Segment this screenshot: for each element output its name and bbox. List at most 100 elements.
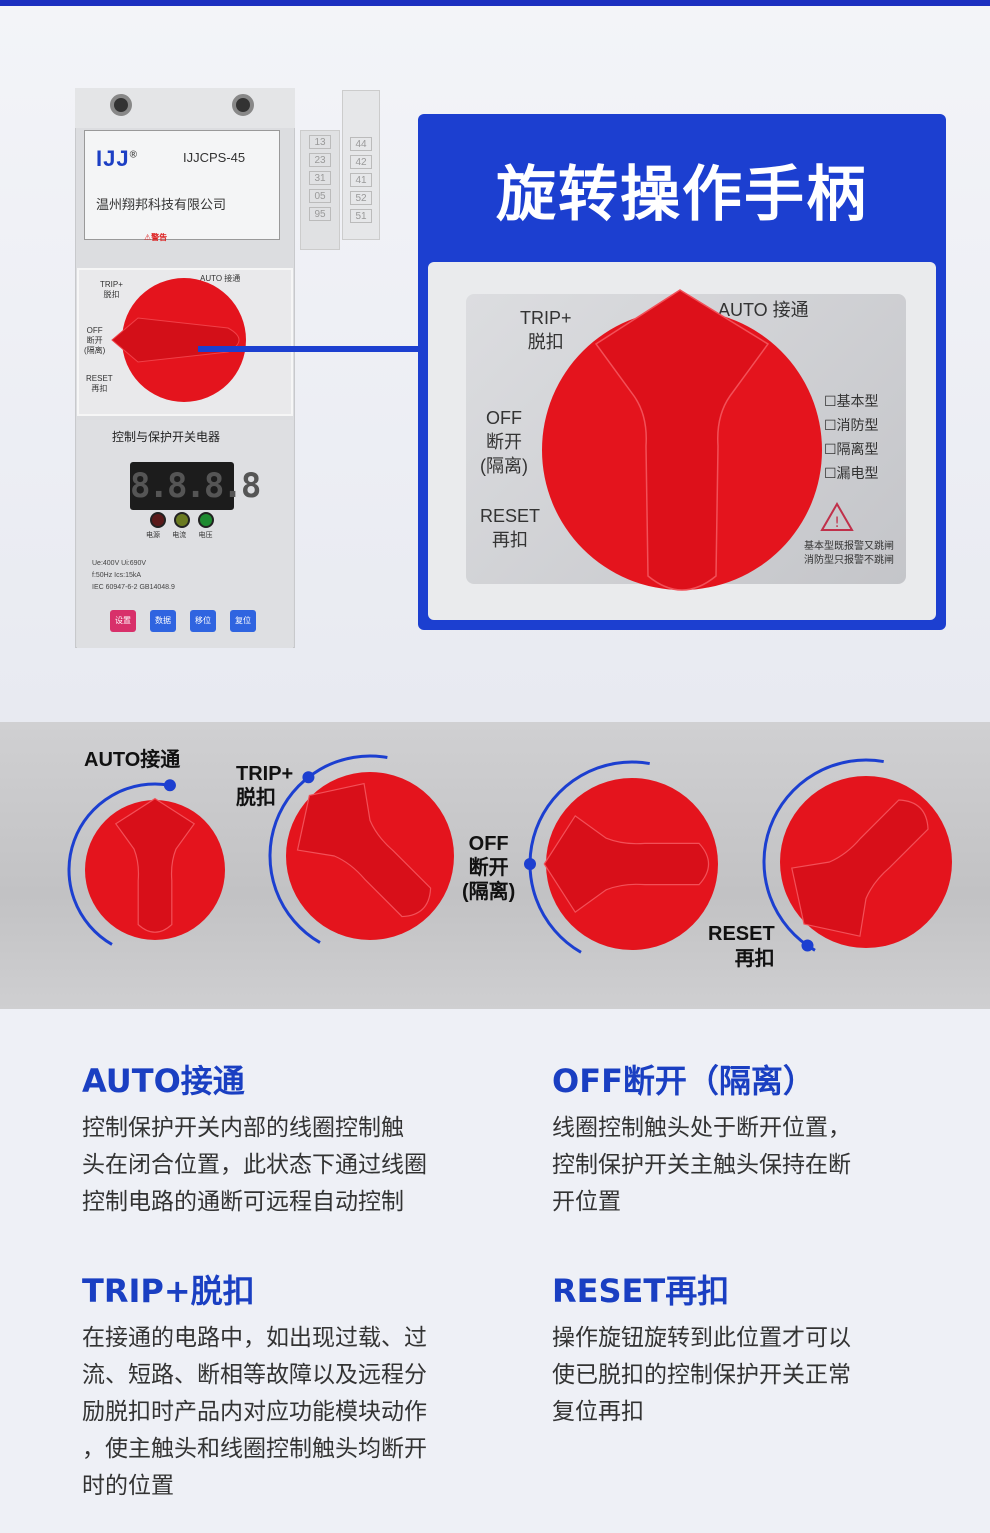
knob-label-auto: AUTO 接通: [200, 274, 241, 283]
position-dot-icon: [801, 939, 814, 952]
type-isolation: ☐隔离型: [824, 442, 879, 458]
position-label-trip: TRIP+ 脱扣: [236, 763, 294, 809]
label-auto: AUTO 接通: [718, 300, 809, 320]
current-led-icon: [174, 512, 190, 528]
section-off: OFF断开（隔离） 线圈控制触头处于断开位置， 控制保护开关主触头保持在断 开位…: [552, 1056, 851, 1221]
position-label-auto: AUTO接通: [84, 749, 181, 771]
terminal-number: 42: [350, 155, 372, 169]
section-text: 头在闭合位置，此状态下通过线圈: [82, 1152, 427, 1178]
brand-logo: IJJ®: [96, 146, 138, 172]
knob-positions: [67, 754, 952, 954]
led-label: 电压: [198, 531, 213, 539]
knob-handle: [791, 799, 929, 937]
terminal-number: 05: [309, 189, 331, 203]
rotation-arc: [268, 754, 388, 944]
warning-label: ⚠警告: [144, 233, 168, 242]
position-dot-icon: [163, 779, 176, 792]
terminal-number: 13: [309, 135, 331, 149]
warning-triangle-icon: !: [820, 502, 854, 531]
device-top: [75, 88, 295, 128]
knob-label-trip: TRIP+ 脱扣: [100, 280, 123, 299]
section-text: 励脱扣时产品内对应功能模块动作: [82, 1399, 427, 1425]
knob-handle: [543, 814, 710, 914]
rotation-arc: [762, 758, 884, 952]
section-text: 使已脱扣的控制保护开关正常: [552, 1362, 851, 1388]
top-accent-bar: [0, 0, 990, 6]
knob-handle: [114, 797, 196, 933]
led-label: 电源: [146, 531, 160, 539]
position-dot-icon: [524, 858, 536, 870]
screw-icon: [110, 94, 132, 116]
knob-label-off: OFF 断开 (隔离): [84, 326, 106, 355]
description-section: [0, 1009, 990, 1533]
terminal-block-a: 13 23 31 05 95: [300, 130, 340, 250]
knob-label-reset: RESET 再扣: [86, 374, 113, 393]
section-text: ，使主触头和线圈控制触头均断开: [82, 1436, 427, 1462]
brand-text: IJJ: [96, 146, 130, 171]
section-trip: TRIP+脱扣 在接通的电路中，如出现过载、过 流、短路、断相等故障以及远程分 …: [82, 1266, 427, 1505]
section-text: 时的位置: [82, 1473, 174, 1499]
section-auto: AUTO接通 控制保护开关内部的线圈控制触 头在闭合位置，此状态下通过线圈 控制…: [82, 1056, 427, 1221]
rotary-knob-small[interactable]: [108, 276, 260, 404]
terminal-number: 52: [350, 191, 372, 205]
section-text: 线圈控制触头处于断开位置，: [552, 1115, 851, 1141]
type-checklist: ☐基本型 ☐消防型 ☐隔离型 ☐漏电型: [824, 390, 879, 486]
section-title: AUTO接通: [82, 1062, 245, 1100]
rotation-arc: [528, 760, 650, 954]
section-text: 控制电路的通断可远程自动控制: [82, 1189, 404, 1215]
note-line: 消防型只报警不跳闸: [804, 555, 894, 566]
terminal-block-b: 44 42 41 52 51: [342, 90, 380, 240]
power-led-icon: [150, 512, 166, 528]
voltage-led-icon: [198, 512, 214, 528]
knob-reset: [762, 758, 952, 952]
rotation-arc: [67, 782, 171, 946]
type-basic: ☐基本型: [824, 394, 879, 410]
section-title: RESET再扣: [552, 1272, 730, 1310]
data-button[interactable]: 数据: [150, 610, 176, 632]
knob-off: [524, 760, 718, 954]
company-name: 温州翔邦科技有限公司: [96, 198, 227, 213]
registered-mark: ®: [129, 149, 138, 161]
led-labels: 电源 电流 电压: [146, 530, 212, 540]
position-label-reset: RESET 再扣: [708, 923, 775, 970]
label-reset: RESET 再扣: [480, 506, 541, 550]
label-off: OFF 断开 (隔离): [480, 408, 528, 476]
spec-line: Ue:400V Ui:690V: [92, 560, 147, 567]
led-display: 8.8.8.8: [130, 462, 261, 510]
spec-line: f:50Hz Ics:15kA: [92, 572, 142, 579]
terminal-number: 31: [309, 171, 331, 185]
section-text: 在接通的电路中，如出现过载、过: [82, 1325, 427, 1351]
set-button[interactable]: 设置: [110, 610, 136, 632]
section-reset: RESET再扣 操作旋钮旋转到此位置才可以 使已脱扣的控制保护开关正常 复位再扣: [552, 1266, 851, 1431]
section-text: 控制保护开关内部的线圈控制触: [82, 1115, 404, 1141]
shift-button[interactable]: 移位: [190, 610, 216, 632]
terminal-number: 41: [350, 173, 372, 187]
callout-title: 旋转操作手柄: [496, 160, 868, 230]
section-text: 开位置: [552, 1189, 621, 1215]
type-note: 基本型既报警又跳闸 消防型只报警不跳闸: [782, 540, 894, 568]
callout-connector-line: [198, 346, 420, 352]
rotary-knob-large[interactable]: [530, 286, 830, 606]
led-label: 电流: [172, 531, 187, 539]
terminal-number: 44: [350, 137, 372, 151]
section-text: 操作旋钮旋转到此位置才可以: [552, 1325, 851, 1351]
knob-auto: [67, 779, 225, 946]
section-text: 复位再扣: [552, 1399, 644, 1425]
section-title: TRIP+脱扣: [82, 1272, 255, 1310]
device-label: [84, 130, 280, 240]
knob-handle: [296, 782, 432, 918]
section-text: 控制保护开关主触头保持在断: [552, 1152, 851, 1178]
spec-line: IEC 60947-6-2 GB14048.9: [92, 584, 175, 591]
section-text: 流、短路、断相等故障以及远程分: [82, 1362, 427, 1388]
terminal-number: 51: [350, 209, 372, 223]
terminal-number: 95: [309, 207, 331, 221]
note-line: 基本型既报警又跳闸: [804, 541, 894, 552]
type-leakage: ☐漏电型: [824, 466, 879, 482]
spec-block: Ue:400V Ui:690V f:50Hz Ics:15kA IEC 6094…: [92, 558, 175, 594]
reset-button[interactable]: 复位: [230, 610, 256, 632]
position-label-off: OFF 断开 (隔离): [462, 833, 516, 903]
screw-icon: [232, 94, 254, 116]
label-trip: TRIP+ 脱扣: [520, 308, 572, 352]
terminal-number: 23: [309, 153, 331, 167]
position-dot-icon: [302, 771, 315, 784]
